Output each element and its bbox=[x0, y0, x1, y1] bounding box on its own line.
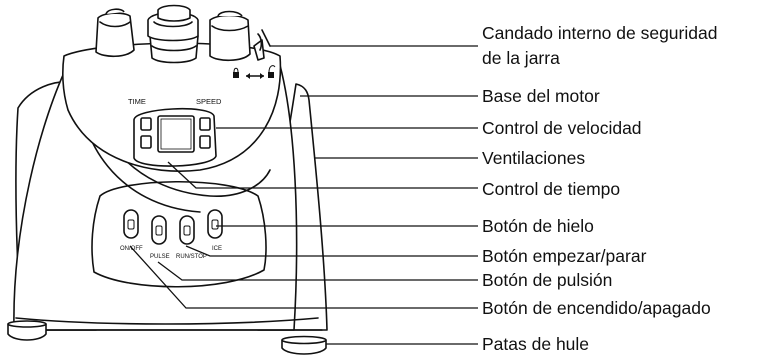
ice-label: ICE bbox=[212, 246, 222, 252]
rubber-feet bbox=[7, 320, 327, 355]
leader-power bbox=[129, 245, 478, 309]
time-down-button bbox=[140, 135, 152, 149]
right-jar-latch bbox=[209, 10, 271, 62]
ice-button bbox=[207, 209, 223, 239]
pulse-label: PULSE bbox=[150, 254, 170, 260]
leader-start-stop bbox=[185, 245, 478, 257]
jar-lock-indicator bbox=[233, 65, 276, 79]
front-control-panel bbox=[91, 180, 267, 288]
on-off-button bbox=[123, 209, 139, 239]
time-up-button bbox=[140, 117, 152, 131]
speed-label: SPEED bbox=[196, 97, 222, 106]
label-power-button: Botón de encendido/apagado bbox=[482, 298, 711, 318]
pulse-button bbox=[151, 215, 167, 245]
label-pulse-button: Botón de pulsión bbox=[482, 270, 612, 290]
run-stop-button bbox=[179, 215, 195, 245]
label-ice-button: Botón de hielo bbox=[482, 216, 594, 236]
label-lock-line2: de la jarra bbox=[482, 48, 560, 68]
left-jar-latch bbox=[95, 8, 135, 58]
on-off-label: ON/OFF bbox=[120, 246, 143, 252]
blender-illustration: TIME SPEED ON/OFF PULSE RUN/STOP ICE bbox=[7, 4, 328, 355]
label-time-control: Control de tiempo bbox=[482, 179, 620, 199]
leader-pulse bbox=[157, 261, 478, 281]
label-lock-line1: Candado interno de seguridad bbox=[482, 23, 717, 43]
time-label: TIME bbox=[128, 97, 146, 106]
speed-down-button bbox=[199, 135, 211, 149]
front-buttons bbox=[123, 209, 223, 245]
leader-time-control bbox=[167, 161, 478, 189]
leader-lines bbox=[129, 45, 478, 345]
lcd-display bbox=[133, 108, 217, 167]
label-vents: Ventilaciones bbox=[482, 148, 585, 168]
label-start-stop-button: Botón empezar/parar bbox=[482, 246, 647, 266]
base-bottom-edge bbox=[15, 317, 319, 325]
drive-socket bbox=[147, 4, 199, 64]
speed-up-button bbox=[199, 117, 211, 131]
label-motor-base: Base del motor bbox=[482, 86, 600, 106]
label-speed-control: Control de velocidad bbox=[482, 118, 642, 138]
run-stop-label: RUN/STOP bbox=[176, 254, 207, 260]
callout-labels: Candado interno de seguridad de la jarra… bbox=[482, 23, 717, 354]
label-rubber-feet: Patas de hule bbox=[482, 334, 589, 354]
